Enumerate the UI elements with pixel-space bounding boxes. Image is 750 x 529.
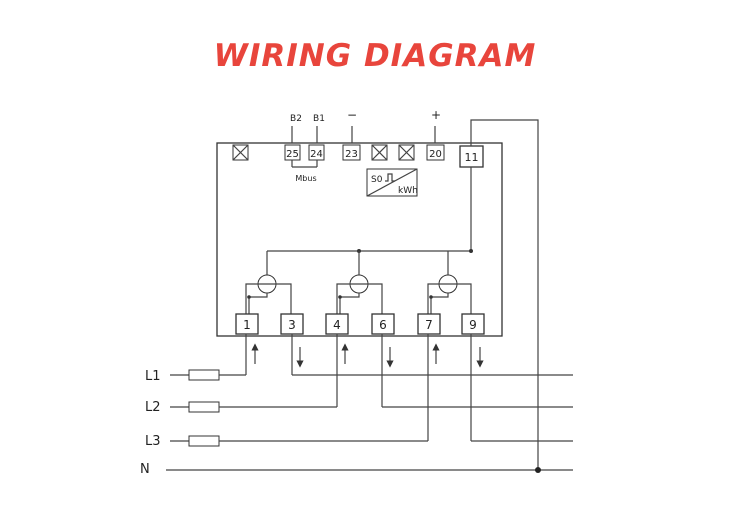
fuse-l2 <box>188 401 220 413</box>
label-b1: B1 <box>313 114 325 124</box>
meter-body <box>216 142 503 337</box>
line-label-l3: L3 <box>145 434 161 449</box>
terminal-1-label: 1 <box>243 318 251 332</box>
terminal-9-label: 9 <box>469 318 477 332</box>
mbus-label: Mbus <box>295 174 316 183</box>
pulse-output-box: S0 kWh <box>366 168 418 197</box>
label-b2: B2 <box>290 114 302 124</box>
blocked-terminal-icon <box>232 144 249 161</box>
fuse-l1 <box>188 369 220 381</box>
terminal-23-label: 23 <box>345 149 358 160</box>
diagram-title: WIRING DIAGRAM <box>213 38 537 74</box>
terminal-24-label: 24 <box>310 149 323 160</box>
terminal-20-label: 20 <box>429 149 442 160</box>
terminal-11-label: 11 <box>465 151 479 164</box>
current-transformer-1 <box>245 251 292 314</box>
neutral-loop <box>470 119 539 470</box>
pulse-icon <box>385 173 395 182</box>
terminal-6-label: 6 <box>379 318 387 332</box>
pulse-unit-label: kWh <box>398 186 418 196</box>
terminal-7-label: 7 <box>425 318 433 332</box>
label-plus: + <box>431 108 441 122</box>
blocked-terminal-icon <box>398 144 415 161</box>
terminal-3-label: 3 <box>288 318 296 332</box>
line-label-l2: L2 <box>145 400 161 415</box>
line-label-l1: L1 <box>145 369 161 384</box>
terminal-25-label: 25 <box>286 149 299 160</box>
terminal-9 <box>461 313 485 335</box>
fuse-l3 <box>188 435 220 447</box>
terminal-4-label: 4 <box>333 318 341 332</box>
current-transformer-2 <box>336 251 383 314</box>
current-transformer-3 <box>427 251 472 314</box>
line-label-n: N <box>140 462 150 477</box>
pulse-s0-label: S0 <box>371 175 383 185</box>
terminal-7 <box>417 313 441 335</box>
blocked-terminal-icon <box>371 144 388 161</box>
label-minus: − <box>347 108 357 122</box>
terminal-1 <box>235 313 259 335</box>
terminal-23 <box>342 144 361 161</box>
bottom-terminals: 1 3 4 6 7 9 <box>235 313 485 335</box>
terminal-6 <box>371 313 395 335</box>
terminal-20 <box>426 144 445 161</box>
